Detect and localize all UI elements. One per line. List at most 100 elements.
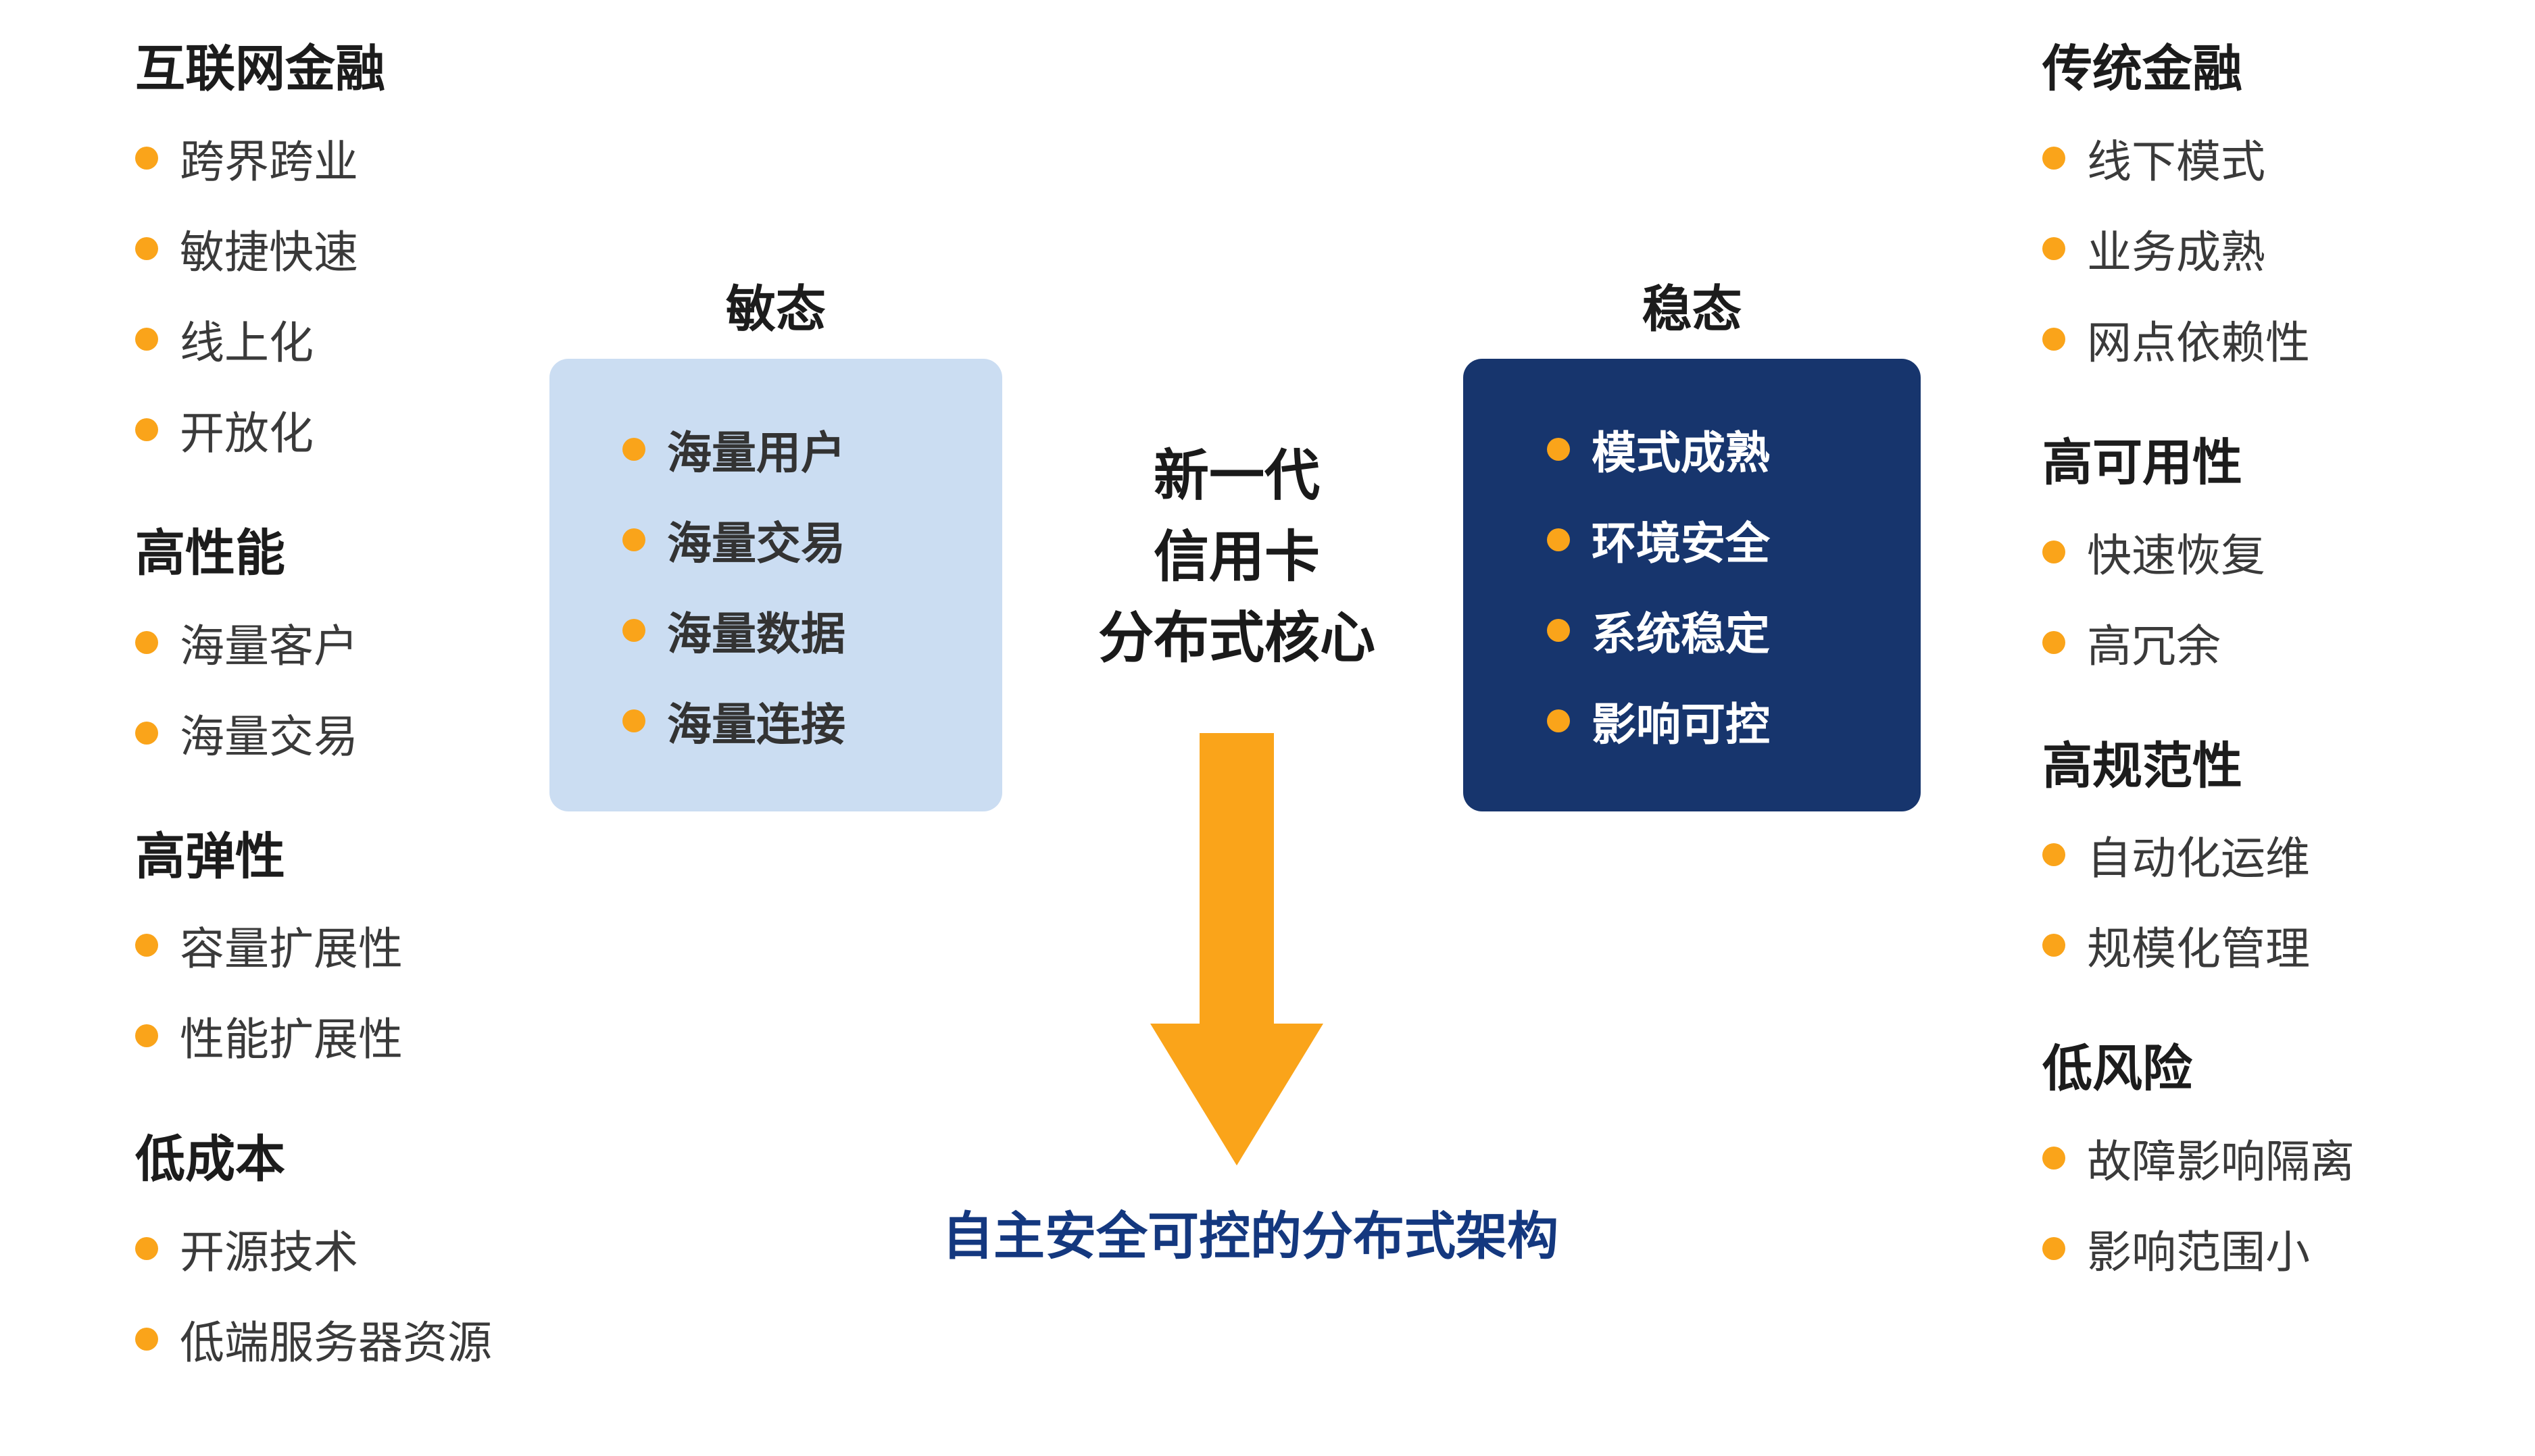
bullet-icon <box>2042 1237 2065 1261</box>
list-item-label: 跨界跨业 <box>180 135 358 188</box>
list-item-label: 性能扩展性 <box>180 1013 403 1066</box>
stable-box-label: 稳态 <box>1642 280 1742 338</box>
group-high-standardization: 高规范性 自动化运维 规模化管理 <box>2042 736 2529 991</box>
bullet-list: 快速恢复 高冗余 <box>2042 507 2529 688</box>
bullet-icon <box>622 438 645 461</box>
list-item: 海量交易 <box>622 495 1002 585</box>
bullet-icon <box>135 327 158 351</box>
list-item: 影响可控 <box>1547 676 1921 766</box>
list-item: 海量交易 <box>135 688 649 778</box>
bullet-icon <box>135 146 158 170</box>
group-heading: 高规范性 <box>2042 736 2242 795</box>
list-item-label: 海量客户 <box>180 620 358 672</box>
list-item: 海量用户 <box>622 404 1002 495</box>
bullet-list: 线下模式 业务成熟 网点依赖性 <box>2042 113 2529 384</box>
bullet-icon <box>622 528 645 551</box>
list-item: 线上化 <box>135 294 649 384</box>
list-item-label: 故障影响隔离 <box>2087 1136 2355 1188</box>
list-item-label: 低端服务器资源 <box>180 1317 492 1370</box>
list-item-label: 线上化 <box>180 316 314 369</box>
list-item: 环境安全 <box>1547 495 1921 585</box>
list-item: 故障影响隔离 <box>2042 1113 2529 1203</box>
bullet-list: 跨界跨业 敏捷快速 线上化 开放化 <box>135 113 649 475</box>
bullet-icon <box>622 619 645 642</box>
bullet-icon <box>135 418 158 441</box>
group-low-risk: 低风险 故障影响隔离 影响范围小 <box>2042 1039 2529 1294</box>
list-item-label: 高冗余 <box>2087 620 2221 672</box>
center-title-line: 信用卡 <box>1153 525 1320 589</box>
group-heading: 互联网金融 <box>135 40 385 98</box>
list-item-label: 影响范围小 <box>2087 1226 2310 1279</box>
bullet-icon <box>135 1237 158 1261</box>
list-item: 海量连接 <box>622 676 1002 766</box>
left-panel: 互联网金融 跨界跨业 敏捷快速 线上化 开放化 高性能 海量客户 海量交易 高弹… <box>135 39 649 1433</box>
list-item-label: 规模化管理 <box>2087 923 2310 976</box>
center-title-line: 新一代 <box>1153 444 1320 508</box>
list-item-label: 海量用户 <box>667 427 845 479</box>
list-item: 开源技术 <box>135 1203 649 1294</box>
list-item: 影响范围小 <box>2042 1203 2529 1294</box>
group-heading: 高性能 <box>135 524 285 582</box>
bullet-list: 容量扩展性 性能扩展性 <box>135 900 649 1081</box>
list-item: 快速恢复 <box>2042 507 2529 597</box>
group-heading: 高可用性 <box>2042 433 2242 492</box>
list-item: 性能扩展性 <box>135 990 649 1081</box>
list-item: 容量扩展性 <box>135 900 649 990</box>
group-low-cost: 低成本 开源技术 低端服务器资源 <box>135 1130 649 1384</box>
group-heading: 传统金融 <box>2042 40 2242 98</box>
group-heading: 高弹性 <box>135 827 285 886</box>
bullet-icon <box>2042 1147 2065 1170</box>
list-item: 系统稳定 <box>1547 585 1921 676</box>
bullet-icon <box>2042 146 2065 170</box>
bullet-icon <box>1547 619 1570 642</box>
list-item-label: 开源技术 <box>180 1226 358 1279</box>
bullet-icon <box>135 721 158 745</box>
list-item-label: 业务成熟 <box>2087 226 2265 278</box>
bullet-icon <box>135 934 158 957</box>
bullet-list: 海量客户 海量交易 <box>135 597 649 778</box>
group-heading: 低成本 <box>135 1130 285 1189</box>
list-item: 自动化运维 <box>2042 809 2529 900</box>
list-item: 线下模式 <box>2042 113 2529 203</box>
list-item-label: 容量扩展性 <box>180 923 403 976</box>
center-title: 新一代 信用卡 分布式核心 <box>1000 436 1473 679</box>
list-item: 业务成熟 <box>2042 203 2529 294</box>
list-item: 开放化 <box>135 384 649 475</box>
list-item-label: 海量数据 <box>667 608 845 660</box>
list-item: 网点依赖性 <box>2042 294 2529 384</box>
agile-box-label: 敏态 <box>726 280 826 338</box>
list-item-label: 海量交易 <box>667 518 845 570</box>
list-item-label: 环境安全 <box>1592 518 1770 570</box>
list-item: 海量客户 <box>135 597 649 688</box>
list-item: 规模化管理 <box>2042 900 2529 990</box>
list-item: 跨界跨业 <box>135 113 649 203</box>
agile-box-list: 海量用户 海量交易 海量数据 海量连接 <box>622 404 1002 766</box>
list-item: 低端服务器资源 <box>135 1294 649 1384</box>
agile-box: 海量用户 海量交易 海量数据 海量连接 <box>549 359 1002 811</box>
list-item-label: 自动化运维 <box>2087 832 2310 885</box>
list-item-label: 海量连接 <box>667 699 845 751</box>
stable-box-list: 模式成熟 环境安全 系统稳定 影响可控 <box>1547 404 1921 766</box>
right-panel: 传统金融 线下模式 业务成熟 网点依赖性 高可用性 快速恢复 高冗余 高规范性 … <box>2042 39 2529 1342</box>
bullet-icon <box>2042 327 2065 351</box>
down-arrow-icon <box>1150 733 1323 1165</box>
bullet-icon <box>2042 843 2065 867</box>
list-item-label: 线下模式 <box>2087 135 2265 188</box>
bottom-caption: 自主安全可控的分布式架构 <box>942 1206 1558 1266</box>
bullet-icon <box>622 709 645 732</box>
bullet-list: 自动化运维 规模化管理 <box>2042 809 2529 990</box>
list-item-label: 敏捷快速 <box>180 226 358 278</box>
group-internet-finance: 互联网金融 跨界跨业 敏捷快速 线上化 开放化 <box>135 39 649 475</box>
bullet-list: 故障影响隔离 影响范围小 <box>2042 1113 2529 1294</box>
bullet-icon <box>2042 934 2065 957</box>
list-item: 敏捷快速 <box>135 203 649 294</box>
stable-box: 模式成熟 环境安全 系统稳定 影响可控 <box>1463 359 1921 811</box>
bullet-icon <box>2042 630 2065 654</box>
bullet-icon <box>135 630 158 654</box>
bullet-list: 开源技术 低端服务器资源 <box>135 1203 649 1384</box>
center-title-line: 分布式核心 <box>1098 606 1375 670</box>
group-traditional-finance: 传统金融 线下模式 业务成熟 网点依赖性 <box>2042 39 2529 384</box>
list-item-label: 网点依赖性 <box>2087 316 2310 369</box>
bullet-icon <box>2042 236 2065 260</box>
